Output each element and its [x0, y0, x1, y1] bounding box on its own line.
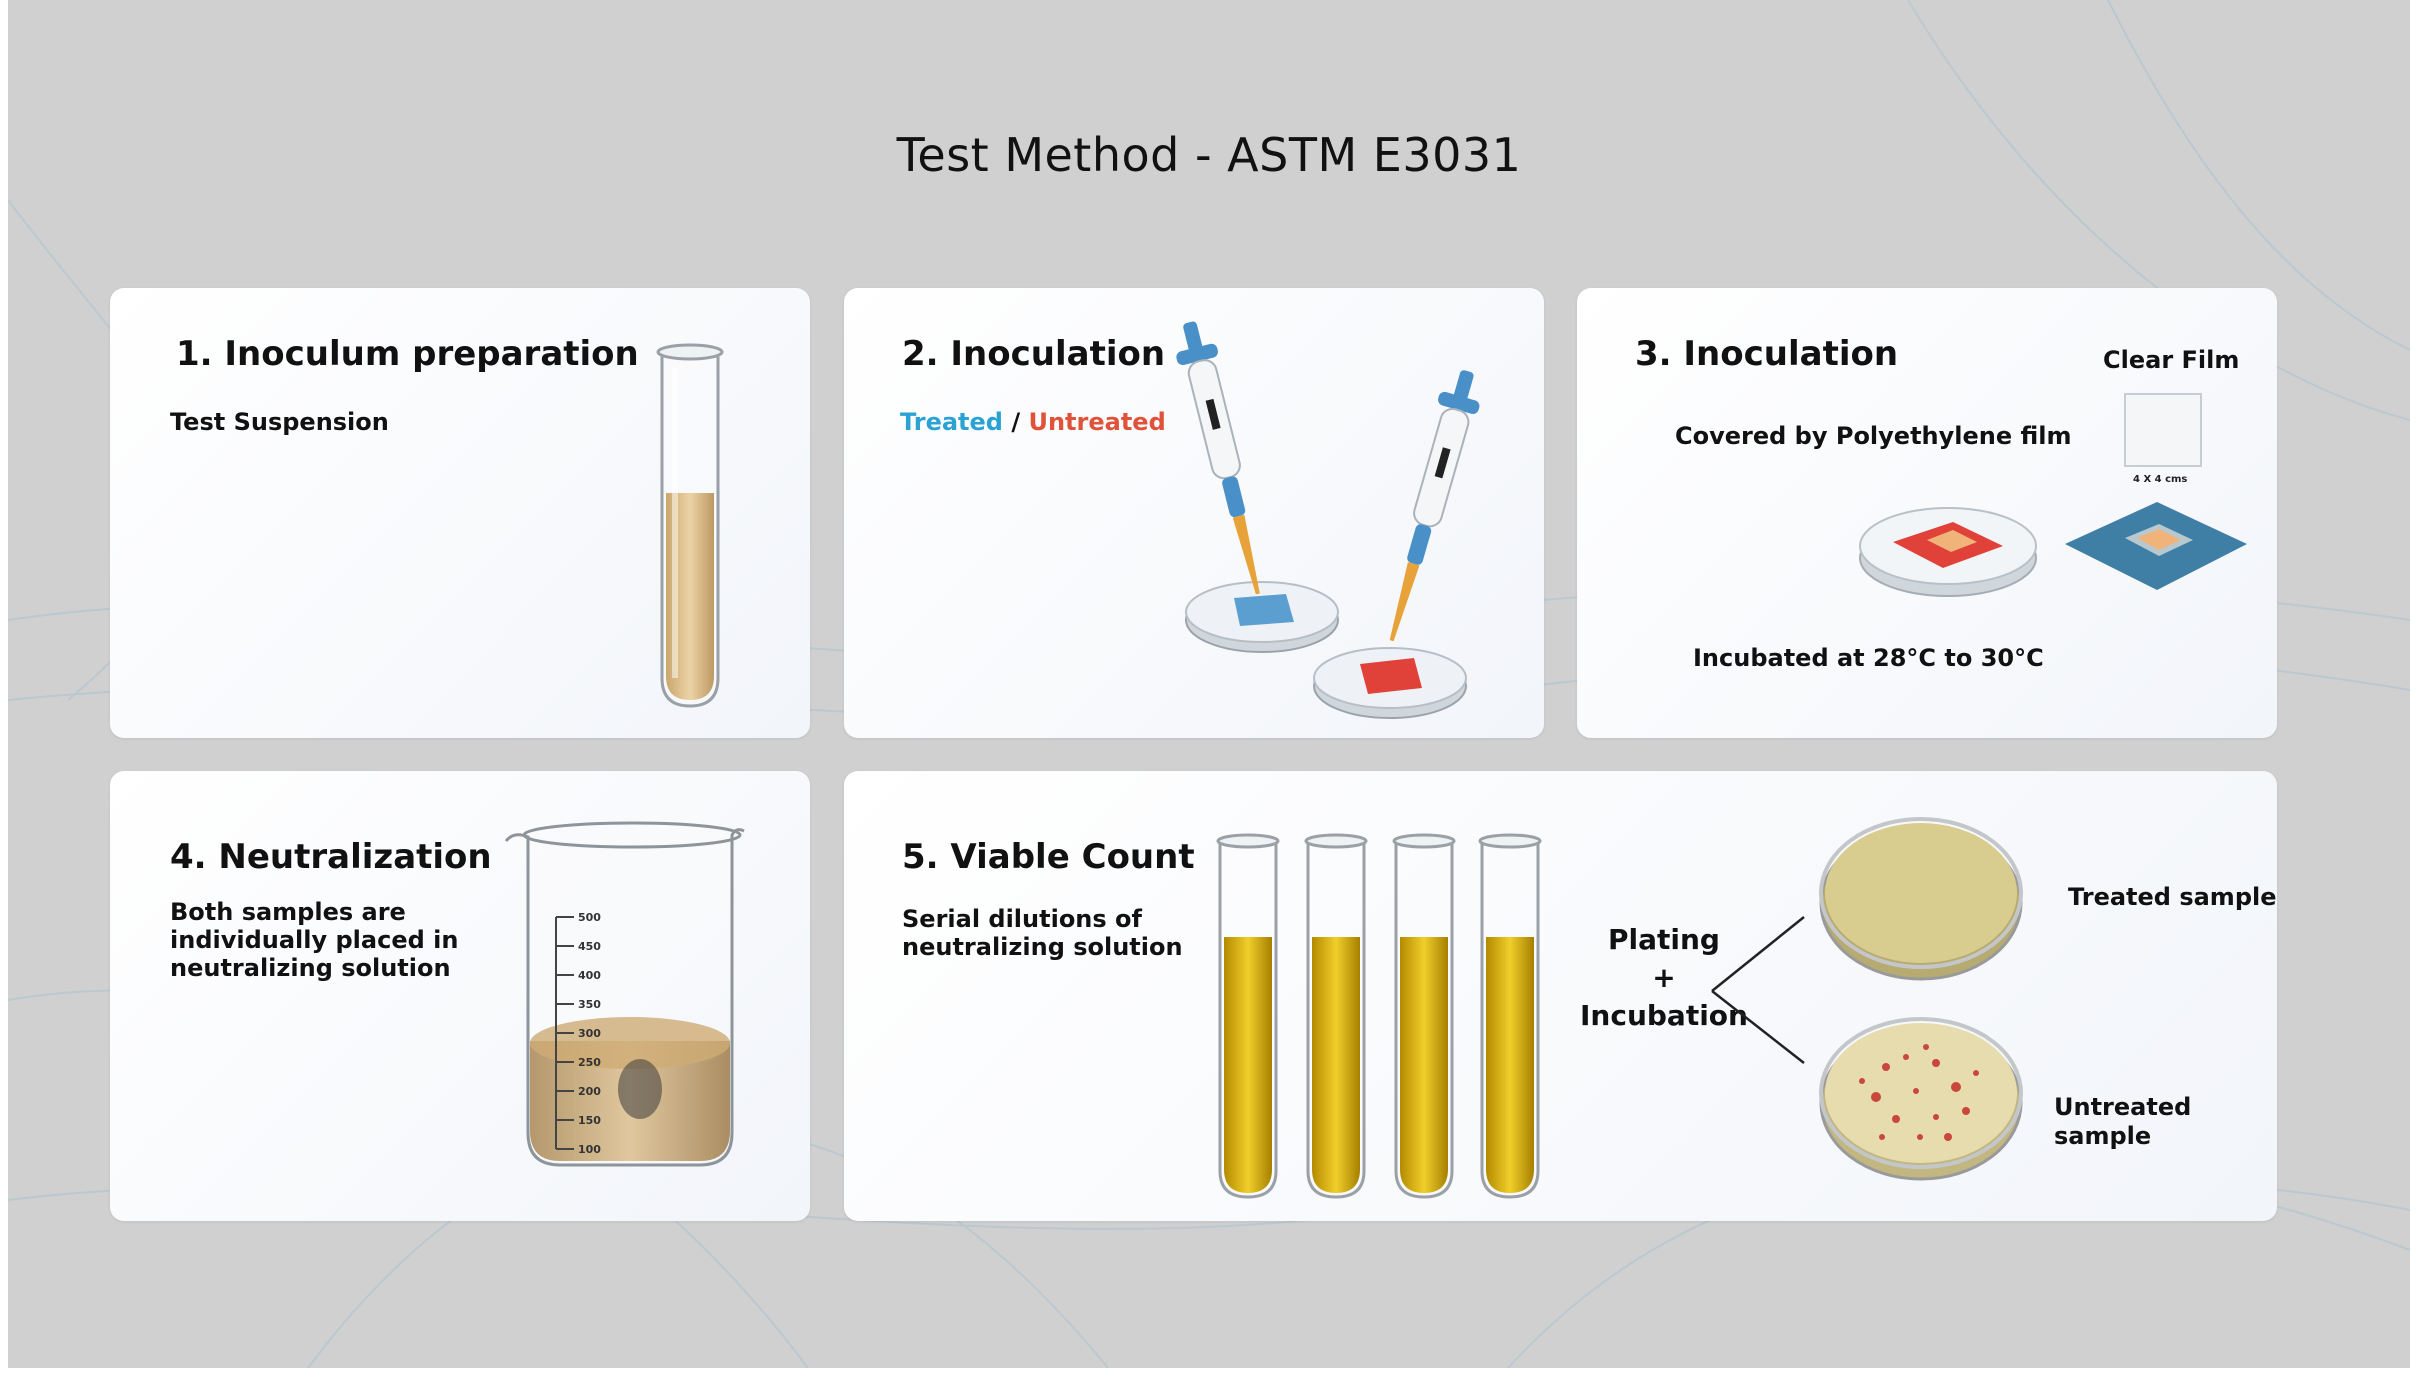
- step-1-text: Test Suspension: [170, 408, 389, 436]
- incubation-word: Incubation: [1580, 999, 1748, 1032]
- film-on-sample-icon: [2065, 502, 2247, 590]
- treated-sample-label: Treated sample: [2068, 883, 2277, 911]
- covered-petri-dish-icon: [1859, 507, 2037, 597]
- step-5-text-line-2: neutralizing solution: [902, 933, 1183, 961]
- page-title: Test Method - ASTM E3031: [896, 128, 1522, 182]
- card-inoculation-1: 2. Inoculation Treated / Untreated: [844, 288, 1544, 738]
- step-4-text-line-2: individually placed in: [170, 926, 459, 954]
- plating-label: Plating + Incubation: [1564, 921, 1764, 1035]
- untreated-sample-label: Untreated sample: [2054, 1093, 2192, 1150]
- dilution-tube-3: [1392, 833, 1456, 1199]
- card-inoculation-2: 3. Inoculation Clear Film Covered by Pol…: [1577, 288, 2277, 738]
- plating-word: Plating: [1608, 923, 1720, 956]
- separator-label: /: [1011, 408, 1021, 436]
- card-neutralization: 4. Neutralization Both samples are indiv…: [110, 771, 810, 1221]
- beaker-mark-100: 100: [578, 1143, 601, 1156]
- step-4-title: 4. Neutralization: [170, 837, 492, 877]
- step-5-title: 5. Viable Count: [902, 837, 1195, 877]
- pipette-petri-dishes-illustration: [1176, 321, 1480, 719]
- treated-label: Treated: [900, 408, 1003, 436]
- untreated-petri-dish-icon: [1819, 1017, 2023, 1181]
- beaker-mark-150: 150: [578, 1114, 601, 1127]
- step-1-title: 1. Inoculum preparation: [176, 334, 639, 374]
- card-viable-count: 5. Viable Count Serial dilutions of neut…: [844, 771, 2277, 1221]
- branch-connector: [1711, 916, 1805, 1064]
- beaker-mark-500: 500: [578, 911, 601, 924]
- step-2-title: 2. Inoculation: [902, 334, 1166, 374]
- beaker-mark-250: 250: [578, 1056, 601, 1069]
- clear-film-square-icon: [2124, 393, 2202, 467]
- dilution-tubes-illustration: [1216, 833, 1542, 1199]
- dilution-tube-1: [1216, 833, 1280, 1199]
- beaker-mark-400: 400: [578, 969, 601, 982]
- step-4-text-line-1: Both samples are: [170, 898, 406, 926]
- beaker-icon: 500 450 400 350 300 250 200 150 100: [504, 821, 745, 1167]
- covered-film-text: Covered by Polyethylene film: [1675, 422, 2072, 450]
- beaker-mark-300: 300: [578, 1027, 601, 1040]
- beaker-mark-450: 450: [578, 940, 601, 953]
- step-5-text-line-1: Serial dilutions of: [902, 905, 1142, 933]
- step-3-title: 3. Inoculation: [1635, 334, 1899, 374]
- beaker-mark-200: 200: [578, 1085, 601, 1098]
- film-size-label: 4 X 4 cms: [2133, 474, 2188, 485]
- test-tube-icon: [656, 343, 724, 708]
- dilution-tube-4: [1478, 833, 1542, 1199]
- untreated-label: Untreated: [1028, 408, 1166, 436]
- treated-untreated-label: Treated / Untreated: [900, 408, 1166, 437]
- treated-petri-dish-icon: [1819, 817, 2023, 981]
- clear-film-label: Clear Film: [2103, 346, 2240, 374]
- card-inoculum-preparation: 1. Inoculum preparation Test Suspension: [110, 288, 810, 738]
- beaker-mark-350: 350: [578, 998, 601, 1011]
- incubated-text: Incubated at 28°C to 30°C: [1693, 644, 2044, 672]
- step-4-text-line-3: neutralizing solution: [170, 954, 451, 982]
- plating-plus: +: [1652, 961, 1676, 994]
- slide-canvas: Test Method - ASTM E3031 1. Inoculum pre…: [8, 0, 2410, 1368]
- dilution-tube-2: [1304, 833, 1368, 1199]
